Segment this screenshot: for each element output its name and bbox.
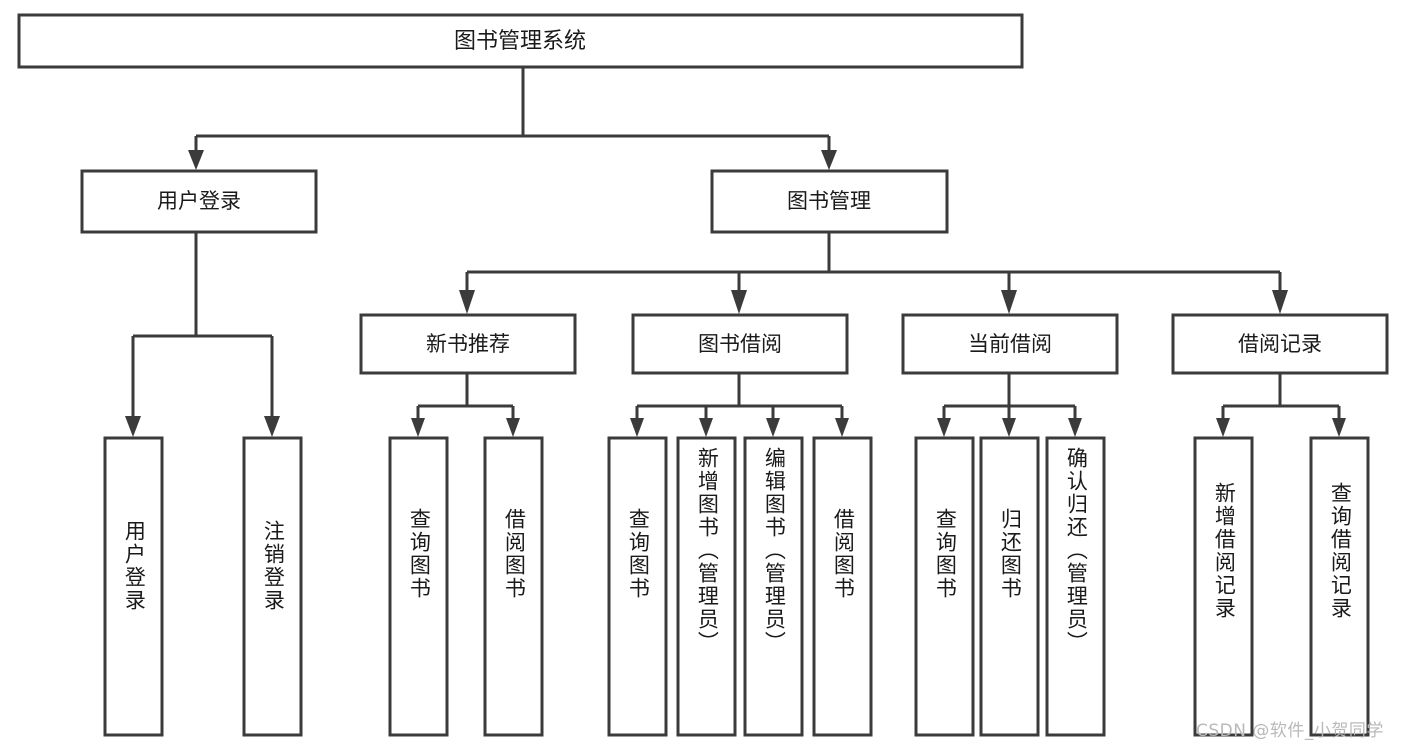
arrow-to-book-borrow: [731, 290, 747, 314]
node-new-book-recommend-label: 新书推荐: [426, 332, 510, 356]
connector-group-book-borrow: [630, 373, 849, 437]
arrow-cb-leaf1: [937, 418, 951, 437]
node-root-label: 图书管理系统: [454, 29, 586, 54]
leaf-boxes-new-book-recommend: [388, 436, 544, 737]
leaf-box-query-book-nbr[interactable]: [388, 436, 449, 737]
arrow-bb-leaf2: [699, 418, 713, 437]
leaf-box-query-borrow-record[interactable]: [1309, 436, 1370, 737]
node-new-book-recommend-box[interactable]: [359, 313, 577, 375]
arrow-nbr-leaf2: [506, 418, 520, 437]
leaf-boxes-current-borrow: [914, 436, 1106, 737]
leaf-box-edit-book-admin[interactable]: [743, 436, 804, 737]
arrow-cb-leaf3: [1068, 418, 1082, 437]
leaf-boxes-user-login: [103, 436, 303, 737]
arrow-cb-leaf2: [1002, 418, 1016, 437]
connector-group-user-login: [125, 232, 280, 437]
watermark-text: CSDN @软件_小贺同学: [1196, 721, 1384, 741]
node-book-manage-box[interactable]: [710, 169, 949, 234]
connector-group-root: [188, 67, 837, 170]
node-borrow-record-box[interactable]: [1171, 313, 1389, 375]
node-user-login-label: 用户登录: [157, 189, 241, 213]
leaf-box-query-book-cb[interactable]: [914, 436, 975, 737]
arrow-to-user-login: [188, 150, 204, 170]
leaf-box-confirm-return-admin[interactable]: [1045, 436, 1106, 737]
arrow-to-leaf-user-login: [125, 416, 141, 437]
leaf-box-query-book-bb[interactable]: [607, 436, 668, 737]
node-user-login-box[interactable]: [80, 169, 318, 234]
node-current-borrow-box[interactable]: [901, 313, 1119, 375]
arrow-to-borrow-record: [1272, 290, 1288, 314]
arrow-br-leaf2: [1332, 418, 1346, 437]
arrow-br-leaf1: [1216, 418, 1230, 437]
leaf-boxes-borrow-record: [1193, 436, 1370, 737]
connector-group-new-book-recommend: [411, 373, 520, 437]
node-borrow-record-label: 借阅记录: [1238, 332, 1322, 356]
connector-group-borrow-record: [1216, 373, 1346, 437]
connector-group-book-manage: [459, 232, 1288, 314]
node-user-login[interactable]: 用户登录: [80, 169, 318, 234]
connector-group-current-borrow: [937, 373, 1082, 437]
leaf-box-borrow-book-nbr[interactable]: [483, 436, 544, 737]
node-book-manage[interactable]: 图书管理: [710, 169, 949, 234]
arrow-nbr-leaf1: [411, 418, 425, 437]
node-borrow-record[interactable]: 借阅记录: [1171, 313, 1389, 375]
arrow-bb-leaf3: [766, 418, 780, 437]
node-book-borrow-box[interactable]: [631, 313, 849, 375]
arrow-bb-leaf1: [630, 418, 644, 437]
leaf-box-borrow-book-bb[interactable]: [812, 436, 873, 737]
leaf-box-return-book[interactable]: [979, 436, 1040, 737]
leaf-box-user-login[interactable]: [103, 436, 164, 737]
node-root-box[interactable]: [17, 13, 1024, 69]
leaf-box-add-borrow-record[interactable]: [1193, 436, 1254, 737]
node-current-borrow[interactable]: 当前借阅: [901, 313, 1119, 375]
node-new-book-recommend[interactable]: 新书推荐: [359, 313, 577, 375]
node-book-borrow[interactable]: 图书借阅: [631, 313, 849, 375]
leaf-box-logout[interactable]: [242, 436, 303, 737]
node-current-borrow-label: 当前借阅: [968, 332, 1052, 356]
arrow-to-book-manage: [821, 150, 837, 170]
arrow-to-current-borrow: [1001, 290, 1017, 314]
leaf-boxes-book-borrow: [607, 436, 873, 737]
arrow-to-new-book-recommend: [459, 290, 475, 314]
node-root[interactable]: 图书管理系统: [17, 13, 1024, 69]
node-book-borrow-label: 图书借阅: [698, 332, 782, 356]
leaf-box-add-book-admin[interactable]: [676, 436, 737, 737]
arrow-bb-leaf4: [835, 418, 849, 437]
arrow-to-leaf-logout: [264, 416, 280, 437]
node-book-manage-label: 图书管理: [787, 189, 871, 213]
